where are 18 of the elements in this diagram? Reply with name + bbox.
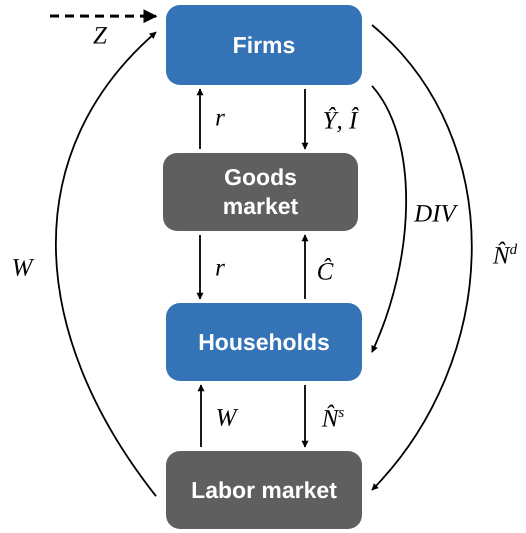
- box-label: Labor market: [190, 476, 338, 504]
- arrow: [196, 235, 204, 300]
- arrow: [302, 234, 308, 299]
- rounded-box: [166, 451, 362, 529]
- arrow: [302, 89, 308, 150]
- rounded-box: [166, 5, 362, 85]
- arrow: [371, 24, 473, 491]
- arrow: [198, 384, 204, 447]
- rounded-box: [163, 153, 358, 231]
- arrow: [371, 85, 408, 353]
- box-label: Goods market: [222, 163, 300, 221]
- box-label: Firms: [232, 30, 296, 60]
- arrow: [302, 385, 308, 448]
- arrow: [50, 9, 158, 24]
- box-label: Households: [197, 328, 331, 356]
- arrow: [55, 32, 157, 497]
- rounded-box: [166, 303, 362, 381]
- arrow: [196, 88, 204, 149]
